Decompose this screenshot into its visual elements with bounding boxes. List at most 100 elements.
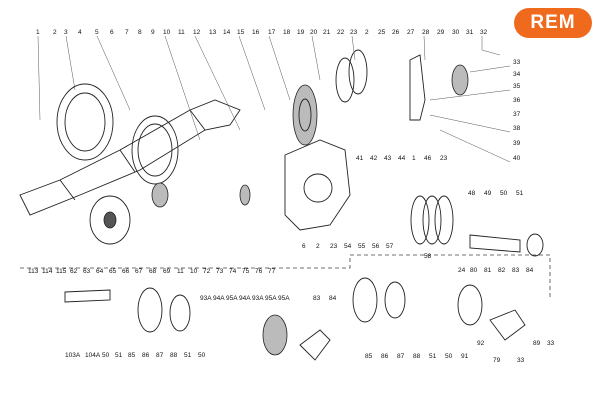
- ref-label: 33: [547, 340, 555, 347]
- ref-label: 4: [78, 29, 82, 36]
- ref-label: 51: [115, 352, 123, 359]
- ring-gear-bore: [298, 98, 312, 132]
- ref-label: 94A: [239, 295, 251, 302]
- ref-label: 12: [193, 29, 201, 36]
- ref-label: 6: [302, 243, 306, 250]
- ref-label: 87: [397, 353, 405, 360]
- axle-housing-inner: [59, 109, 206, 201]
- ref-label: 95A: [278, 295, 290, 302]
- ref-label: 56: [372, 243, 380, 250]
- ref-label: 86: [381, 353, 389, 360]
- rem-logo-text: REM: [530, 12, 576, 33]
- top-label-row: 1 2 3 4 5 6 7 8 9 10 11 12 13 14 15 16 1…: [36, 29, 488, 36]
- ref-label: 64: [96, 268, 104, 275]
- ref-label: 49: [484, 190, 492, 197]
- ref-label: 20: [310, 29, 318, 36]
- ref-label: 88: [170, 352, 178, 359]
- ref-label: 44: [398, 155, 406, 162]
- ref-label: 58: [424, 253, 432, 260]
- yoke-left: [299, 329, 331, 361]
- lower-left-label-row: 113 114 115 62 63 64 65 66 67 68 69 11 1…: [28, 268, 276, 275]
- ref-label: 91: [461, 353, 469, 360]
- ref-label: 69: [163, 268, 171, 275]
- ref-label: 104A: [85, 352, 101, 359]
- ref-label: 33: [513, 59, 521, 66]
- pinion-shaft: [469, 234, 521, 253]
- ref-label: 50: [102, 352, 110, 359]
- ref-label: 83: [512, 267, 520, 274]
- ref-label: 73: [216, 268, 224, 275]
- ref-label: 79: [493, 357, 501, 364]
- ref-label: 89: [533, 340, 541, 347]
- ref-label: 1: [36, 29, 40, 36]
- ref-label: 15: [237, 29, 245, 36]
- ref-label: 26: [392, 29, 400, 36]
- ref-label: 21: [323, 29, 331, 36]
- output-flange-left: [137, 287, 163, 333]
- ref-label: 19: [297, 29, 305, 36]
- ref-label: 114: [42, 268, 53, 275]
- ref-label: 115: [56, 268, 67, 275]
- ref-label: 34: [513, 71, 521, 78]
- ref-label: 17: [268, 29, 276, 36]
- ref-label: 42: [370, 155, 378, 162]
- ref-label: 103A: [65, 352, 81, 359]
- ref-label: 76: [255, 268, 263, 275]
- right-label-column: 33 34 35 36 37 38 39 40: [513, 59, 521, 162]
- ref-label: 18: [283, 29, 291, 36]
- ref-label: 14: [223, 29, 231, 36]
- ref-label: 43: [384, 155, 392, 162]
- clutch-plate-2: [422, 195, 442, 245]
- ref-label: 95A: [226, 295, 238, 302]
- ref-label: 67: [135, 268, 143, 275]
- section-divider: [20, 254, 551, 300]
- ref-label: 50: [198, 352, 206, 359]
- diff-case-hub: [103, 211, 117, 229]
- ref-label: 2: [365, 29, 369, 36]
- ref-label: 30: [452, 29, 460, 36]
- ref-label: 11: [177, 268, 184, 275]
- ref-label: 25: [378, 29, 386, 36]
- mid-label-group: 41 42 43 44 1 46 23 48 49 50 51 58: [356, 155, 524, 260]
- ref-label: 92: [477, 340, 485, 347]
- ref-label: 50: [445, 353, 453, 360]
- ref-label: 27: [407, 29, 415, 36]
- ref-label: 24: [458, 267, 466, 274]
- output-seal-left: [169, 294, 191, 332]
- yoke-flange-left: [262, 314, 288, 356]
- ref-label: 54: [344, 243, 352, 250]
- ref-label: 95A: [265, 295, 277, 302]
- axle-housing: [19, 99, 241, 216]
- ref-label: 68: [149, 268, 157, 275]
- output-shaft: [64, 289, 111, 303]
- bearing-stack-2: [348, 49, 368, 95]
- ref-label: 93A: [200, 295, 212, 302]
- ref-label: 94A: [213, 295, 225, 302]
- yoke-right: [489, 309, 526, 341]
- ref-label: 35: [513, 83, 521, 90]
- ref-label: 84: [329, 295, 337, 302]
- differential-carrier: [284, 139, 351, 231]
- ref-label: 40: [513, 155, 521, 162]
- bottom-left-label-row: 103A 104A 50 51 85 86 87 88 51 50 93A 94…: [65, 295, 337, 359]
- bottom-right-top-label-row: 24 80 81 82 83 84: [458, 267, 534, 274]
- housing-gasket: [131, 115, 179, 185]
- ref-label: 31: [466, 29, 474, 36]
- ref-label: 51: [516, 190, 524, 197]
- ref-label: 66: [122, 268, 130, 275]
- housing-gasket-inner: [137, 123, 173, 177]
- ref-label: 72: [203, 268, 211, 275]
- side-gear: [151, 182, 169, 208]
- shift-lever: [409, 54, 426, 121]
- pinion-bearing: [526, 233, 544, 257]
- ref-label: 88: [413, 353, 421, 360]
- ref-label: 10: [190, 268, 198, 275]
- ref-label: 9: [151, 29, 155, 36]
- leader-lines: [37, 35, 511, 163]
- ref-label: 74: [229, 268, 237, 275]
- ref-label: 82: [498, 267, 506, 274]
- ref-label: 93A: [252, 295, 264, 302]
- diff-case: [89, 195, 131, 245]
- ref-label: 51: [184, 352, 192, 359]
